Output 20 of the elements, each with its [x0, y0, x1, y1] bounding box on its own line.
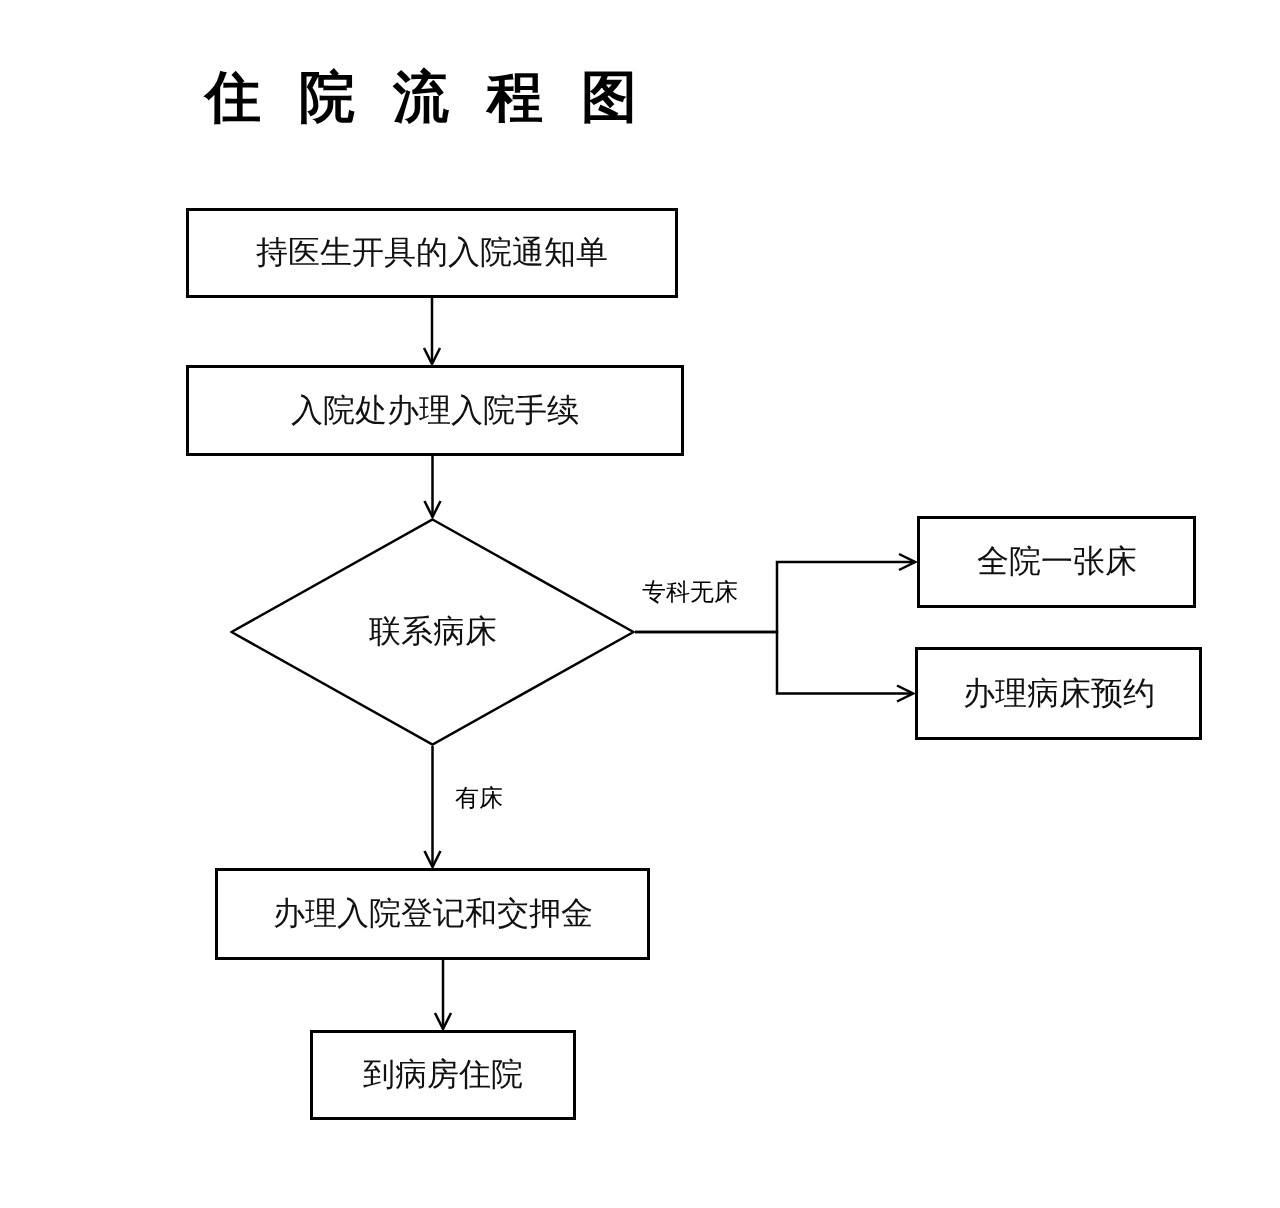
- node-text: 持医生开具的入院通知单: [256, 232, 608, 273]
- process-box: [186, 365, 684, 456]
- process-box: [917, 516, 1196, 608]
- arrow: [423, 746, 442, 869]
- arrow: [635, 630, 915, 703]
- arrow: [433, 960, 453, 1031]
- process-box: [915, 647, 1202, 740]
- process-box: [215, 868, 650, 960]
- node-text: 全院一张床: [976, 541, 1137, 582]
- title: 住院流程图: [205, 62, 675, 131]
- node-text: 到病房住院: [363, 1054, 523, 1095]
- decision-diamond: [230, 518, 635, 746]
- process-box: [310, 1030, 576, 1120]
- process-box: [186, 208, 678, 298]
- arrow: [423, 456, 442, 519]
- node-text: 联系病床: [368, 611, 497, 652]
- node-text: 办理入院登记和交押金: [272, 893, 593, 934]
- node-text: 办理病床预约: [962, 672, 1155, 714]
- arrow: [422, 298, 442, 366]
- node-text: 入院处办理入院手续: [291, 389, 579, 431]
